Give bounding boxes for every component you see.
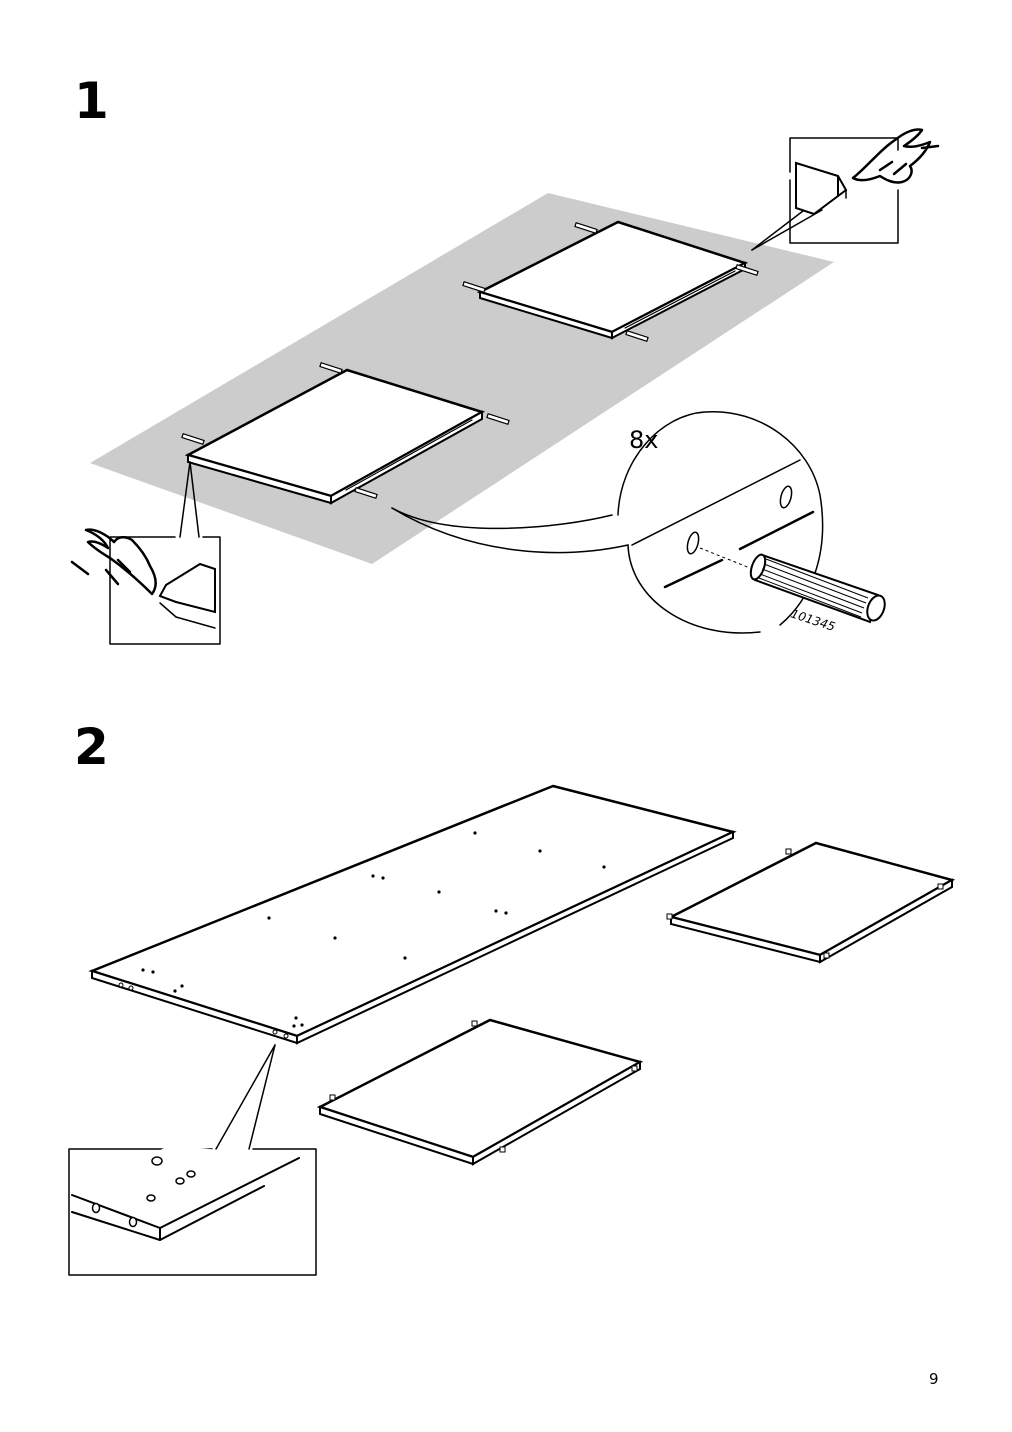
- detail-box-lower: [109, 461, 221, 645]
- detail-box-step2: [68, 1044, 317, 1276]
- quantity-label: 8x: [629, 426, 658, 454]
- step1-illustration: [70, 128, 940, 645]
- detail-box-upper: [751, 137, 899, 251]
- dowel-callout: [391, 411, 886, 634]
- step-number: 2: [74, 718, 109, 776]
- shelf-board-lower: [184, 368, 486, 505]
- page-number: 9: [929, 1370, 939, 1388]
- side-panel: [88, 784, 737, 1045]
- dowels-lower: [181, 361, 510, 500]
- part-number: 101345: [789, 607, 837, 634]
- dowel-pin: [749, 553, 886, 624]
- step-number: 1: [74, 72, 109, 130]
- hand-pointing-icon: [70, 528, 157, 596]
- shelf-board-upper: [476, 220, 749, 340]
- step2-illustration: [68, 784, 956, 1276]
- hand-pointing-icon: [851, 128, 940, 184]
- shelf-board-bottom: [316, 1018, 644, 1166]
- floor-surface: [90, 193, 834, 564]
- shelf-board-right: [666, 841, 956, 964]
- dowels-upper: [462, 221, 759, 343]
